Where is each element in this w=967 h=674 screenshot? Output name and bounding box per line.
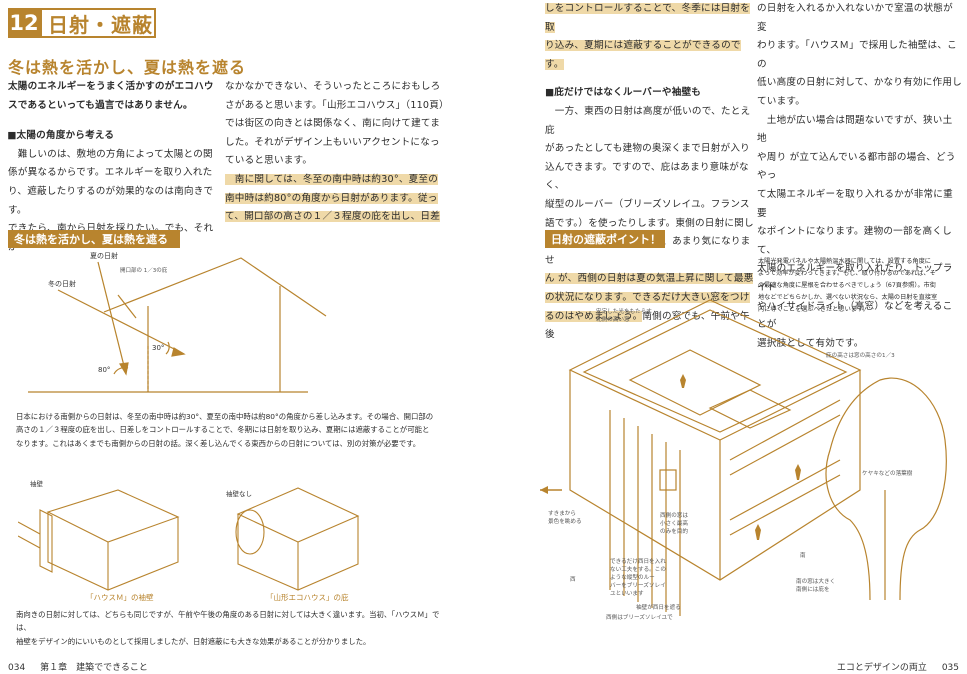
body-line: 一方、東西の日射は高度が低いので、たとえ庇 (545, 105, 751, 136)
label-angle-30: 30° (152, 344, 164, 352)
page-number-left: 034 (8, 663, 26, 673)
body-line: では街区の向きとは関係なく、南に向けて建てま (225, 118, 440, 130)
caption-house-m: 「ハウスＭ」の袖壁 (86, 593, 154, 602)
intro-line-1: 太陽のエネルギーをうまく活かすのがエコハウ (8, 81, 214, 92)
section-bar-right: 日射の遮蔽ポイント！ (545, 230, 665, 248)
sun-angle-diagram: 夏の日射 冬の日射 開口部の 1／3の庇 30° 80° (28, 251, 327, 393)
page-number-right: 035 (941, 663, 959, 673)
body-line: 語です。）を使ったりします。東側の日射に関し (545, 217, 754, 229)
body-line: 係が異なるからです。エネルギーを取り入れた (8, 167, 213, 179)
label-summer-sun: 夏の日射 (90, 251, 118, 260)
highlight-line: ん が、西側の日射は夏の気温上昇に関して最悪 (545, 273, 754, 285)
caption-sode-kabe: 南向きの日射に対しては、どちらも同じですが、午前や午後の角度のある日射に対しては… (16, 610, 440, 646)
label-sode-kabe: 袖壁 (30, 479, 44, 488)
body-line: り、遮蔽したりするのが効果的なのは南向きです。 (8, 185, 214, 216)
annotation-south-window: 南の窓は大きく 南側には庇を (796, 579, 836, 593)
footer-title: エコとデザインの両立 (836, 663, 927, 673)
chapter-number: 12 (8, 8, 40, 38)
annotation-south: 南 (800, 553, 806, 559)
highlight-line: り込み、夏期には遮蔽することができるのです。 (545, 40, 741, 70)
annotation-gap-view: すきまから 景色を眺める (548, 511, 582, 525)
label-angle-80: 80° (98, 366, 110, 374)
body-line: 縦型のルーバー（ブリーズソレイユ。フランス (545, 198, 750, 210)
highlight-line: るのはやめましょう。南側の窓でも、午前や午後 (545, 310, 750, 341)
highlight-line: しをコントロールすることで、冬季には日射を取 (545, 3, 750, 33)
body-line: なかなかできない、そういったところにおもしろ (225, 81, 441, 92)
body-line: した。それがデザイン上もいいアクセントになっ (225, 136, 440, 148)
footer-right: エコとデザインの両立 035 (837, 660, 959, 673)
highlight-line: 南中時は約80°の角度から日射があります。従っ (225, 192, 438, 204)
annotation-deciduous-tree: ケヤキなどの落葉樹 (862, 471, 913, 477)
chapter-title: 日射・遮蔽 (40, 8, 156, 38)
annotation-sode-kabe: 袖壁が西日を遮る (636, 605, 681, 611)
annotation-brise-soleil: できるだけ西日を入れ ない工夫をする。この ような縦型のルー バーをブリーズソレ… (610, 559, 666, 597)
annotation-west-window: 西側の窓は 小さく最高 のみを目的 (660, 513, 688, 535)
footer-chapter: 第１章 建築でできること (40, 663, 148, 673)
body-line: さがあると思います。「山形エコハウス」（110頁） (225, 99, 449, 111)
house-diagrams: 袖壁 袖壁なし (18, 479, 360, 591)
section-bar-left: 冬は熱を活かし、夏は熱を遮る (8, 230, 180, 248)
caption-sun-angle: 日本における南側からの日射は、冬至の南中時は約30°、夏至の南中時は約80°の角… (16, 412, 434, 448)
annotation-west-brise: 西側はブリーズソレイユで (606, 615, 673, 621)
label-no-sode-kabe: 袖壁なし (226, 489, 252, 498)
annotation-north-window: 安定した光をもたらす 北側の高い窓 (596, 309, 652, 323)
highlight-line: の状況になります。できるだけ大きい窓をつけ (545, 291, 750, 303)
heading-sun-angle: ■■太陽の角度から考える (7, 130, 115, 142)
label-eave-note: 開口部の 1／3の庇 (120, 266, 168, 274)
annotation-eave-height: 庇の高さは窓の高さの1／3 (826, 353, 895, 359)
right-col2: の日射を入れるか入れないかで室温の状態が変 わります。「ハウスＭ」で採用した袖壁… (757, 3, 962, 349)
page-subtitle: 冬は熱を活かし、夏は熱を遮る (8, 58, 247, 77)
highlight-line: て、開口部の高さの１／３程度の庇を出し、日差 (225, 211, 440, 223)
body-line: 難しいのは、敷地の方角によって太陽との関 (8, 148, 213, 160)
body-line: 込んできます。ですので、庇はあまり意味がなく、 (545, 161, 749, 192)
footer-left: 034 第１章 建築でできること (8, 660, 148, 673)
label-winter-sun: 冬の日射 (48, 279, 76, 288)
side-note: 太陽光発電パネルや太陽熱温水器に関しては、設置する角度に よって効率が変わってき… (758, 258, 938, 313)
annotation-west: 西 (570, 577, 576, 583)
building-illustration (540, 299, 947, 616)
body-line: ていると思います。 (225, 155, 313, 167)
left-col2: なかなかできない、そういったところにおもしろ さがあると思います。「山形エコハウ… (225, 78, 449, 227)
left-col1: 太陽のエネルギーをうまく活かすのがエコハウ スであるといっても過言ではありません… (7, 78, 223, 257)
intro-line-2: スであるといっても過言ではありません。 (8, 99, 193, 111)
caption-yamagata: 「山形エコハウス」の庇 (266, 593, 349, 602)
highlight-line: 南に関しては、冬至の南中時は約30°、夏至の (225, 173, 438, 185)
body-line: があったとしても建物の奥深くまで日射が入り (545, 143, 750, 155)
heading-louver: ■庇だけではなくルーバーや袖壁も (545, 87, 702, 99)
